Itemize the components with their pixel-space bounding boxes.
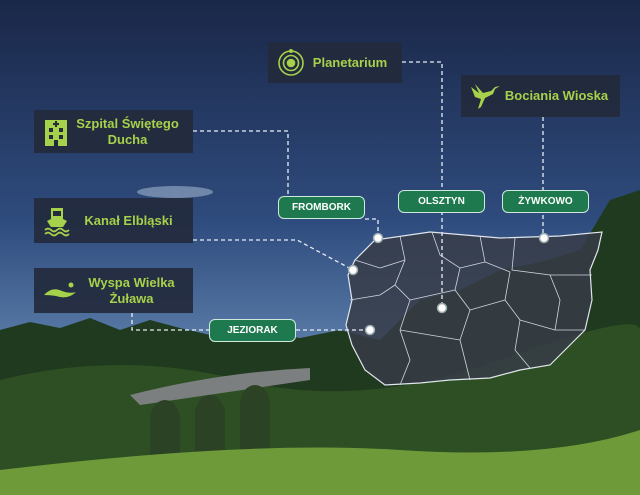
connector-lines bbox=[131, 61, 544, 331]
planet-orbit-icon bbox=[278, 48, 304, 76]
place-label-olsztyn: OLSZTYN bbox=[398, 190, 485, 213]
attraction-szpital: Szpital Świętego Ducha bbox=[34, 110, 193, 153]
marker-kanal bbox=[347, 264, 359, 276]
place-label-zywkowo: ŻYWKOWO bbox=[502, 190, 589, 213]
attraction-label: Szpital Świętego Ducha bbox=[76, 115, 179, 147]
attraction-label: Wyspa Wielka Żuława bbox=[88, 274, 175, 306]
island-icon bbox=[44, 282, 76, 297]
hospital-building-icon bbox=[45, 119, 67, 146]
stork-icon bbox=[471, 84, 500, 109]
attraction-label: Bociania Wioska bbox=[504, 88, 609, 103]
place-label-frombork: FROMBORK bbox=[278, 196, 365, 219]
marker-jeziorak bbox=[364, 324, 376, 336]
marker-olsztyn bbox=[436, 302, 448, 314]
viaduct bbox=[130, 368, 310, 405]
attraction-bociania-wioska: Bociania Wioska bbox=[461, 75, 620, 117]
marker-zywkowo bbox=[538, 232, 550, 244]
region-map bbox=[345, 231, 603, 386]
attraction-kanal-elblaski: Kanał Elbląski bbox=[34, 198, 193, 243]
attraction-planetarium: Planetarium bbox=[268, 42, 402, 83]
attraction-label: Kanał Elbląski bbox=[84, 212, 173, 228]
place-label-jeziorak: JEZIORAK bbox=[209, 319, 296, 342]
marker-frombork bbox=[372, 232, 384, 244]
attraction-wyspa-wielka-zulawa: Wyspa Wielka Żuława bbox=[34, 268, 193, 313]
boat-waves-icon bbox=[44, 207, 70, 236]
attraction-label: Planetarium bbox=[312, 54, 388, 70]
